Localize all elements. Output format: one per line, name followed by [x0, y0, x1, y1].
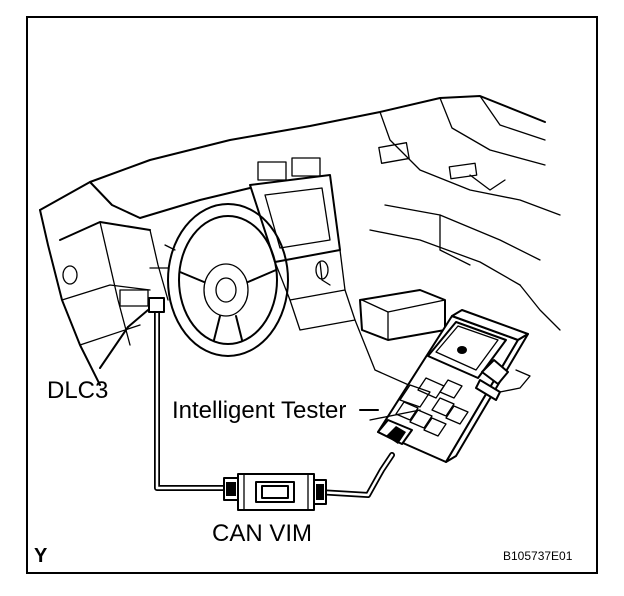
intelligent-tester-device [369, 309, 531, 463]
view-letter: Y [34, 545, 48, 567]
dashboard-body [39, 95, 561, 386]
side-vent [378, 142, 410, 164]
tester-cable [315, 452, 395, 498]
figure-code: B105737E01 [503, 549, 573, 563]
vent-knob [62, 265, 78, 285]
center-console [249, 157, 356, 331]
steering-wheel [149, 203, 289, 357]
dlc3-label: DLC3 [47, 377, 109, 404]
can-vim-label: CAN VIM [212, 520, 313, 547]
side-vent-2 [448, 162, 478, 180]
intelligent-tester-label: Intelligent Tester [172, 397, 347, 424]
dlc3-cable [154, 305, 233, 491]
lower-panel [119, 289, 149, 307]
can-vim-module [223, 473, 327, 511]
dlc3-connector [99, 297, 165, 369]
